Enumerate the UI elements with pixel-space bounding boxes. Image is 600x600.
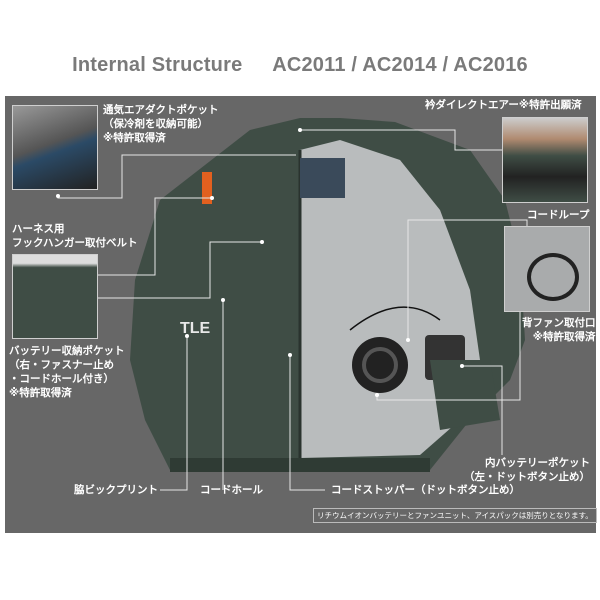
model-numbers: AC2011 / AC2014 / AC2016 bbox=[272, 54, 528, 76]
callout-line: （右・ファスナー止め bbox=[9, 359, 114, 371]
callout-cord-loop: コードループ bbox=[527, 209, 590, 221]
title-text: Internal Structure bbox=[72, 54, 243, 76]
inset-harness-belt bbox=[12, 254, 98, 339]
inset-cord-loop bbox=[504, 226, 590, 312]
footer-note: リチウムイオンバッテリーとファンユニット、アイスパックは別売りとなります。 bbox=[313, 508, 597, 523]
side-print-logo: TLE bbox=[180, 320, 211, 337]
callout-line: フックハンガー取付ベルト bbox=[12, 237, 138, 249]
harness-belt-tab bbox=[202, 172, 212, 204]
callout-harness-belt: ハーネス用 フックハンガー取付ベルト bbox=[12, 222, 137, 250]
callout-line: 通気エアダクトポケット bbox=[103, 104, 219, 116]
callout-line: ※特許取得済 bbox=[532, 331, 596, 343]
callout-line: ※特許取得済 bbox=[103, 132, 166, 144]
callout-inner-battery-pocket: 内バッテリーポケット （左・ドットボタン止め） bbox=[464, 456, 590, 484]
callout-side-print: 脇ビックプリント bbox=[74, 484, 158, 496]
inset-collar-air bbox=[502, 117, 588, 203]
callout-line: ハーネス用 bbox=[12, 223, 65, 235]
callout-cord-stopper: コードストッパー（ドットボタン止め） bbox=[331, 484, 520, 496]
callout-line: 内バッテリーポケット bbox=[485, 457, 590, 469]
callout-collar-air: 衿ダイレクトエアー※特許出願済 bbox=[425, 99, 582, 111]
fan-port-ring bbox=[527, 253, 579, 301]
callout-line: （左・ドットボタン止め） bbox=[464, 471, 590, 483]
callout-cord-hole: コードホール bbox=[200, 484, 263, 496]
page-title: Internal Structure AC2011 / AC2014 / AC2… bbox=[0, 54, 600, 77]
callout-line: ※特許取得済 bbox=[9, 387, 72, 399]
callout-line: バッテリー収納ポケット bbox=[9, 345, 125, 357]
callout-line: 背ファン取付口 bbox=[522, 317, 596, 329]
callout-line: ・コードホール付き） bbox=[9, 373, 114, 385]
fan-unit bbox=[352, 337, 408, 393]
callout-air-duct-pocket: 通気エアダクトポケット （保冷剤を収納可能） ※特許取得済 bbox=[103, 103, 219, 145]
callout-line: （保冷剤を収納可能） bbox=[103, 118, 208, 130]
callout-back-fan-port: 背ファン取付口 ※特許取得済 bbox=[522, 316, 596, 344]
inset-air-duct-pocket bbox=[12, 105, 98, 190]
callout-battery-pocket: バッテリー収納ポケット （右・ファスナー止め ・コードホール付き） ※特許取得済 bbox=[9, 344, 125, 400]
